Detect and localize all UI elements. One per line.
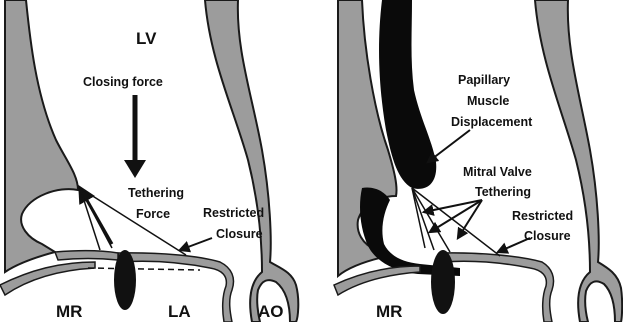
papillary-label-line1: Papillary: [458, 73, 510, 87]
left-regurgitant-jet: [114, 250, 136, 310]
right-regurgitant-jet: [431, 250, 455, 314]
mitral-valve-label-line2: Tethering: [475, 185, 531, 199]
left-aortic-wall: [205, 0, 298, 322]
left-restricted-closure-line1: Restricted: [203, 206, 264, 220]
closing-force-label: Closing force: [83, 75, 163, 89]
left-lv-wall: [5, 0, 78, 272]
mr-label-right: MR: [376, 302, 402, 321]
right-restricted-closure-line1: Restricted: [512, 209, 573, 223]
papillary-displacement-arrow: [428, 130, 470, 162]
right-anterior-leaflet: [440, 253, 554, 322]
right-restricted-closure-line2: Closure: [524, 229, 571, 243]
panel-divider: [318, 0, 328, 322]
closing-force-arrowhead: [124, 160, 146, 178]
mitral-valve-label-line1: Mitral Valve: [463, 165, 532, 179]
left-restricted-closure-line2: Closure: [216, 227, 263, 241]
mr-label-left: MR: [56, 302, 82, 321]
right-panel: Papillary Muscle Displacement Mitral Val…: [334, 0, 622, 322]
tethering-force-label-line2: Force: [136, 207, 170, 221]
left-restricted-closure-arrow: [180, 238, 212, 250]
left-panel: LV Closing force Tethering Force Restric…: [0, 0, 298, 322]
left-posterior-leaflet: [55, 251, 118, 260]
papillary-label-line2: Muscle: [467, 94, 509, 108]
tethering-force-label-line1: Tethering: [128, 186, 184, 200]
la-label: LA: [168, 302, 191, 321]
papillary-label-line3: Displacement: [451, 115, 533, 129]
lv-label: LV: [136, 29, 157, 48]
ao-label: AO: [258, 302, 284, 321]
annulus-dashed-line: [88, 268, 200, 270]
